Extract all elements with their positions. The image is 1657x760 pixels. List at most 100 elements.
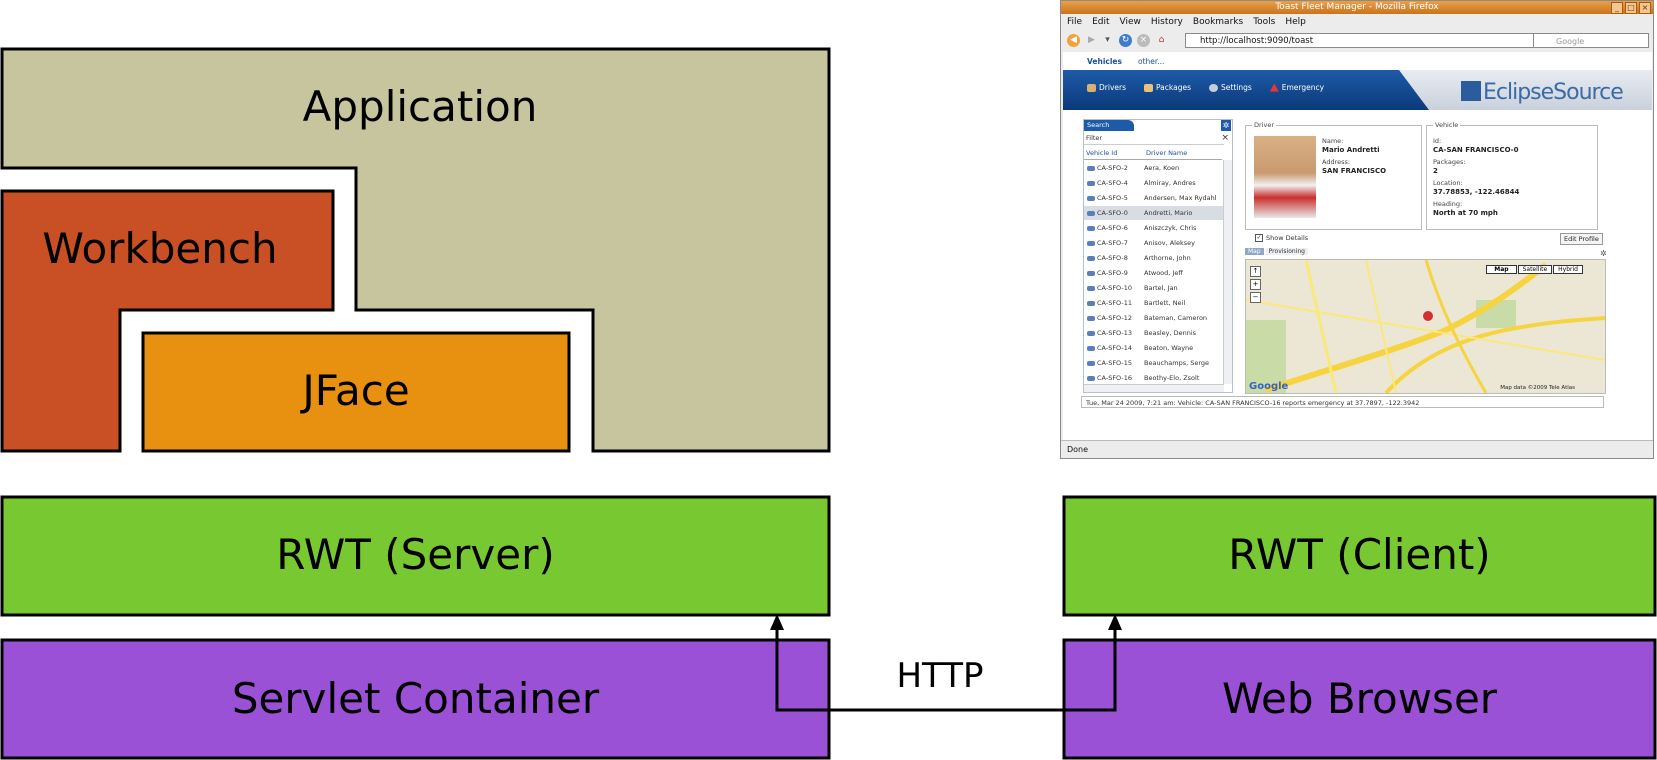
stop-icon[interactable]: ×	[1137, 34, 1150, 47]
menu-tools[interactable]: Tools	[1253, 17, 1276, 27]
search-tab[interactable]: Search	[1084, 120, 1134, 131]
table-row[interactable]: CA-SFO-13 Beasley, Dennis	[1084, 326, 1224, 340]
app-nav: Drivers Packages Settings Emergency	[1087, 83, 1324, 92]
nav-packages[interactable]: Packages	[1144, 83, 1191, 92]
menu-help[interactable]: Help	[1285, 17, 1306, 27]
vehicle-icon	[1087, 375, 1095, 381]
list-hscrollbar[interactable]	[1084, 384, 1224, 392]
table-row[interactable]: CA-SFO-7 Anisov, Aleksey	[1084, 236, 1224, 250]
driver-name-cell: Arthorne, John	[1144, 254, 1191, 262]
forward-icon[interactable]: ▶	[1088, 35, 1095, 45]
nav-settings[interactable]: Settings	[1209, 83, 1252, 92]
driver-name-cell: Anisov, Aleksey	[1144, 239, 1195, 247]
tab-provisioning[interactable]: Provisioning	[1265, 248, 1308, 255]
vehicle-icon	[1087, 330, 1095, 336]
rwt-client-label: RWT (Client)	[1228, 529, 1491, 579]
table-row[interactable]: CA-SFO-11 Bartlett, Neil	[1084, 296, 1224, 310]
table-row[interactable]: CA-SFO-8 Arthorne, John	[1084, 251, 1224, 265]
menu-file[interactable]: File	[1067, 17, 1083, 27]
vehicle-id-cell: CA-SFO-7	[1097, 239, 1128, 247]
arrowhead-client	[1108, 614, 1122, 630]
show-details-checkbox[interactable]: ✓ Show Details	[1255, 234, 1308, 242]
map-type-satellite[interactable]: Satellite	[1517, 265, 1553, 274]
driver-name-cell: Beauchamps, Serge	[1144, 359, 1210, 367]
map-settings-icon[interactable]: ✲	[1600, 249, 1607, 258]
url-bar[interactable]: http://localhost:9090/toast	[1185, 33, 1579, 48]
vehicle-id-cell: CA-SFO-11	[1097, 299, 1132, 307]
tab-vehicles[interactable]: Vehicles	[1087, 56, 1122, 66]
id-label: Id:	[1433, 137, 1442, 145]
minimize-icon[interactable]: _	[1611, 2, 1623, 14]
page-content: Vehicles other... EclipseSource Drivers …	[1063, 52, 1652, 441]
close-icon[interactable]: ×	[1639, 2, 1651, 14]
home-icon[interactable]: ⌂	[1158, 35, 1165, 45]
filter-field[interactable]: Filter	[1084, 133, 1224, 145]
nav-emergency[interactable]: Emergency	[1269, 83, 1324, 92]
workbench-label: Workbench	[42, 223, 278, 273]
driver-name-cell: Almiray, Andres	[1144, 179, 1196, 187]
google-logo: Google	[1249, 381, 1289, 392]
map-marker-icon[interactable]	[1423, 311, 1433, 321]
vehicle-id-cell: CA-SFO-16	[1097, 374, 1132, 382]
navigation-toolbar: ◀ ▶ ▾ ↻ × ⌂ http://localhost:9090/toast …	[1061, 31, 1653, 51]
back-icon[interactable]: ◀	[1067, 34, 1080, 47]
zoom-in-icon[interactable]: +	[1250, 279, 1261, 290]
pan-up-icon[interactable]: ↑	[1250, 266, 1261, 277]
history-dropdown-icon[interactable]: ▾	[1105, 35, 1110, 45]
vehicle-id-cell: CA-SFO-9	[1097, 269, 1128, 277]
driver-name-cell: Beasley, Dennis	[1144, 329, 1197, 337]
col-driver-name[interactable]: Driver Name	[1146, 149, 1188, 157]
menu-edit[interactable]: Edit	[1092, 17, 1110, 27]
arrowhead-server	[770, 614, 784, 630]
vehicle-icon	[1087, 165, 1095, 171]
map-type-map[interactable]: Map	[1486, 265, 1517, 274]
map-view[interactable]: ↑ + − Map Satellite Hybrid Google Map da…	[1245, 259, 1606, 394]
brand-name: EclipseSource	[1483, 80, 1624, 105]
reload-icon[interactable]: ↻	[1119, 34, 1132, 47]
vehicle-icon	[1087, 255, 1095, 261]
vehicle-details: Vehicle Id: CA-SAN FRANCISCO-0 Packages:…	[1426, 121, 1598, 230]
map-type-hybrid[interactable]: Hybrid	[1553, 265, 1583, 274]
show-details-label: Show Details	[1266, 234, 1309, 242]
maximize-icon[interactable]: □	[1625, 2, 1637, 14]
tab-other[interactable]: other...	[1137, 56, 1165, 66]
vehicle-id-cell: CA-SFO-5	[1097, 194, 1128, 202]
vehicle-packages: 2	[1433, 167, 1438, 175]
search-settings-icon[interactable]: ✲	[1221, 120, 1231, 131]
clear-filter-icon[interactable]: ×	[1221, 133, 1229, 143]
map-tabs: Map Provisioning	[1245, 248, 1308, 255]
vehicle-id-cell: CA-SFO-13	[1097, 329, 1132, 337]
zoom-out-icon[interactable]: −	[1250, 292, 1261, 303]
drivers-icon	[1087, 83, 1096, 92]
menu-bar: File Edit View History Bookmarks Tools H…	[1061, 15, 1653, 29]
menu-view[interactable]: View	[1119, 17, 1141, 27]
edit-profile-button[interactable]: Edit Profile	[1560, 233, 1603, 245]
http-label: HTTP	[896, 656, 984, 696]
tab-map[interactable]: Map	[1245, 248, 1264, 255]
col-vehicle-id[interactable]: Vehicle Id	[1086, 149, 1118, 157]
nav-drivers[interactable]: Drivers	[1087, 83, 1126, 92]
rwt-server-label: RWT (Server)	[276, 529, 555, 579]
driver-name-cell: Aera, Koen	[1144, 164, 1180, 172]
vehicle-id: CA-SAN FRANCISCO-0	[1433, 146, 1519, 154]
driver-name-cell: Bartlett, Neil	[1144, 299, 1186, 307]
vehicle-legend: Vehicle	[1433, 121, 1461, 129]
list-scrollbar[interactable]	[1223, 160, 1232, 384]
menu-history[interactable]: History	[1150, 17, 1183, 27]
address-label: Address:	[1322, 158, 1351, 166]
menu-bookmarks[interactable]: Bookmarks	[1192, 17, 1244, 27]
vehicle-id-cell: CA-SFO-8	[1097, 254, 1128, 262]
search-box[interactable]: Google	[1533, 33, 1649, 48]
